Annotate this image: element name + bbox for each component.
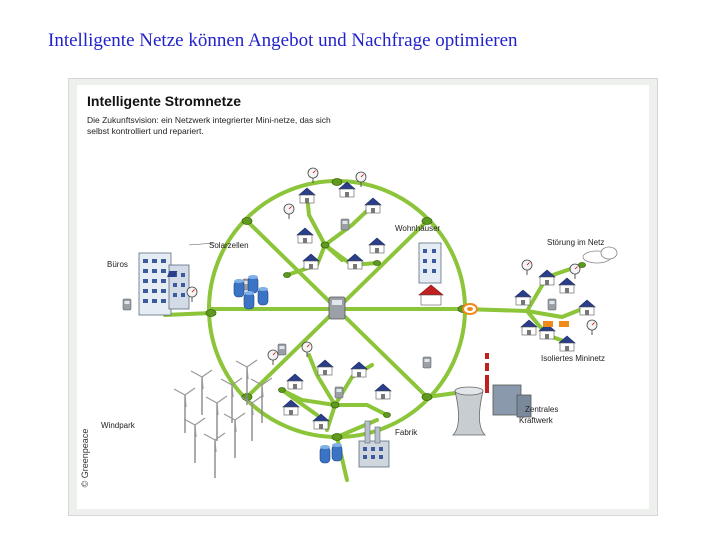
label-solarzellen: Solarzellen bbox=[209, 241, 249, 250]
label-wohnhauser: Wohnhäuser bbox=[395, 224, 441, 233]
label-buros: Büros bbox=[107, 260, 128, 269]
figure-subtitle: Die Zukunftsvision: ein Netzwerk integri… bbox=[87, 115, 331, 136]
label-kraftwerk-1: Zentrales bbox=[525, 405, 558, 414]
label-isoliert: Isoliertes Mininetz bbox=[541, 354, 605, 363]
smart-grid-diagram: Büros Solarzellen Wohnhäuser Störung im … bbox=[101, 167, 618, 482]
credit-text: © Greenpeace bbox=[80, 428, 90, 488]
fault-point bbox=[462, 303, 478, 315]
slide-title: Intelligente Netze können Angebot und Na… bbox=[48, 30, 518, 51]
figure-canvas: Büros Solarzellen Wohnhäuser Störung im … bbox=[77, 85, 649, 509]
solarzellen-pointer bbox=[188, 242, 216, 246]
figure-title: Intelligente Stromnetze bbox=[87, 93, 242, 109]
central-switch-icon bbox=[328, 296, 346, 320]
label-fabrik: Fabrik bbox=[395, 428, 418, 437]
smart-grid-figure: Büros Solarzellen Wohnhäuser Störung im … bbox=[68, 78, 658, 516]
power-plant bbox=[452, 353, 532, 436]
factory bbox=[358, 420, 390, 468]
label-windpark: Windpark bbox=[101, 421, 136, 430]
label-storung: Störung im Netz bbox=[547, 238, 604, 247]
credit: © Greenpeace bbox=[79, 415, 91, 505]
diagram-labels: Büros Solarzellen Wohnhäuser Störung im … bbox=[101, 224, 605, 437]
cloud-icon bbox=[582, 246, 618, 264]
label-kraftwerk-2: Kraftwerk bbox=[519, 416, 554, 425]
wind-turbines bbox=[173, 359, 273, 479]
isolated-mini-grid bbox=[514, 259, 598, 352]
solar-tanks bbox=[167, 271, 269, 310]
office-buildings bbox=[122, 252, 198, 316]
residential-tower bbox=[418, 242, 444, 306]
